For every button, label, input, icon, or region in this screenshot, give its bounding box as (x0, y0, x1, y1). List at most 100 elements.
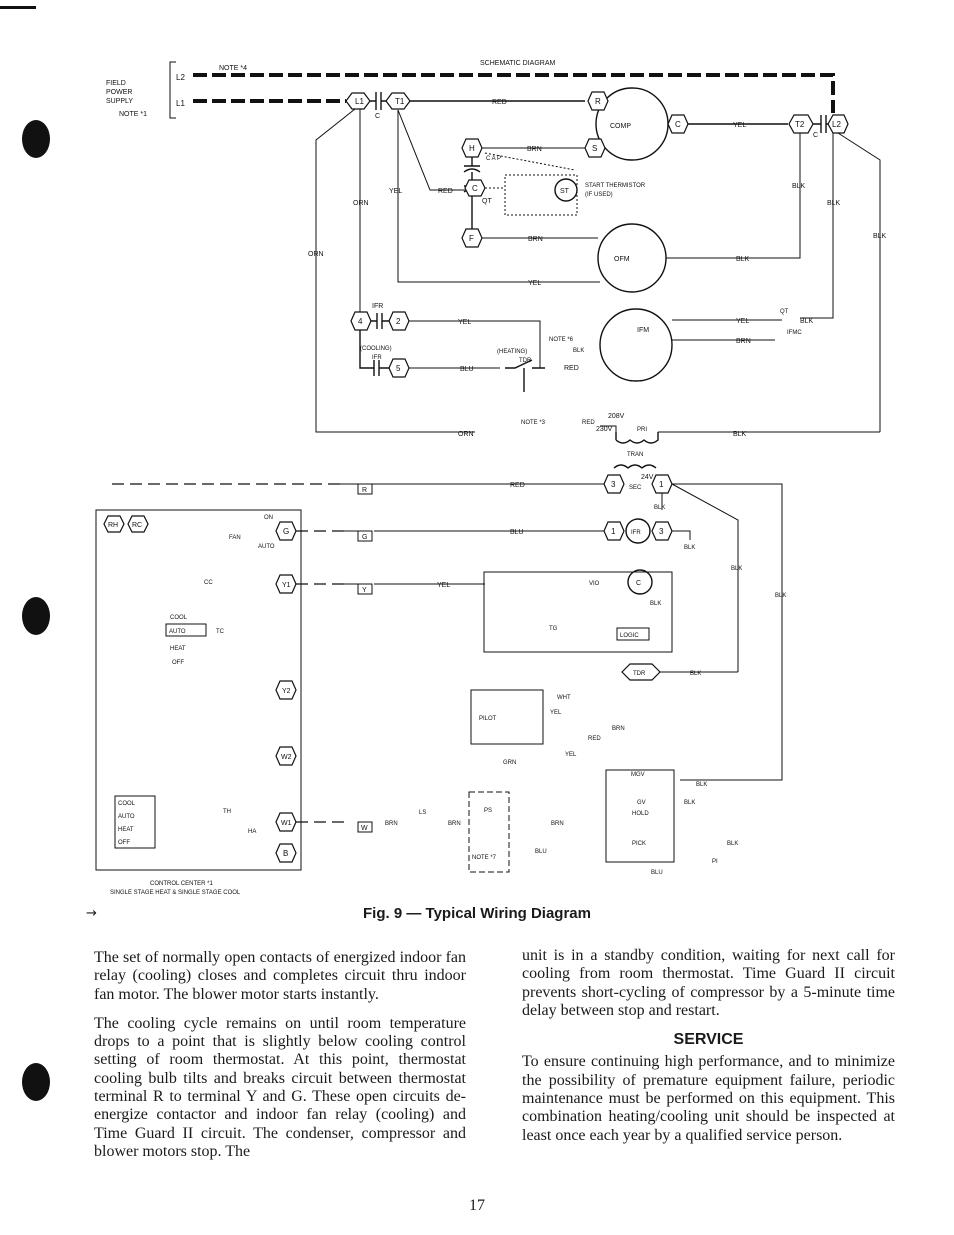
svg-text:BRN: BRN (551, 821, 564, 827)
left-paragraph-2: The cooling cycle remains on until room … (94, 1014, 466, 1160)
binder-hole-icon (22, 597, 50, 635)
svg-text:4: 4 (358, 317, 363, 326)
svg-text:NOTE *6: NOTE *6 (549, 337, 574, 343)
svg-text:BLK: BLK (696, 782, 707, 788)
wiring-diagram: NOTE *4 SCHEMATIC DIAGRAM FIELD POWER SU… (95, 60, 887, 896)
left-column: The set of normally open contacts of ene… (94, 949, 466, 1172)
svg-text:C: C (813, 132, 818, 139)
g-terminal (357, 530, 373, 542)
svg-text:IFR: IFR (372, 303, 383, 310)
cap-label: C A P (486, 156, 501, 162)
svg-text:RED: RED (438, 188, 453, 195)
svg-text:5: 5 (396, 364, 401, 373)
pilot-box (470, 689, 544, 745)
svg-text:C: C (472, 184, 478, 193)
svg-text:C: C (636, 580, 641, 587)
svg-text:BLK: BLK (650, 601, 661, 607)
svg-text:START THERMISTOR: START THERMISTOR (585, 183, 646, 189)
logic-box (616, 627, 650, 641)
svg-text:VIO: VIO (589, 581, 600, 587)
corner-mark (0, 6, 36, 9)
comp-s-tag (584, 138, 606, 158)
svg-text:C: C (675, 120, 681, 129)
svg-text:QT: QT (780, 309, 789, 315)
svg-text:Y1: Y1 (282, 582, 291, 589)
svg-text:ORN: ORN (458, 431, 474, 438)
svg-text:YEL: YEL (565, 752, 577, 758)
svg-text:C: C (375, 113, 380, 120)
svg-text:IFR: IFR (631, 530, 641, 536)
svg-text:1: 1 (659, 480, 664, 489)
svg-text:BRN: BRN (527, 146, 542, 153)
svg-text:BLK: BLK (792, 183, 806, 190)
svg-text:BRN: BRN (385, 821, 398, 827)
l1-label: L1 (176, 99, 185, 108)
svg-text:RED: RED (492, 99, 507, 106)
binder-hole-icon (22, 1063, 50, 1101)
svg-text:COOL: COOL (118, 801, 136, 807)
svg-text:IFR: IFR (372, 355, 382, 361)
svg-text:LOGIC: LOGIC (620, 633, 639, 639)
b-tag (275, 843, 297, 863)
svg-text:BLK: BLK (733, 431, 747, 438)
schematic-title: SCHEMATIC DIAGRAM (480, 60, 555, 67)
svg-text:L1: L1 (355, 97, 364, 106)
svg-text:L2: L2 (832, 120, 841, 129)
svg-text:AUTO: AUTO (258, 544, 275, 550)
svg-text:COOL: COOL (170, 615, 188, 621)
svg-text:BLK: BLK (684, 545, 695, 551)
change-arrow-icon: → (86, 906, 97, 921)
svg-text:TDR: TDR (633, 671, 646, 677)
svg-text:HOLD: HOLD (632, 811, 649, 817)
svg-text:BLK: BLK (690, 671, 701, 677)
svg-text:HEAT: HEAT (170, 646, 186, 652)
svg-text:BRN: BRN (612, 726, 625, 732)
service-heading: SERVICE (673, 1031, 744, 1049)
svg-text:YEL: YEL (736, 318, 749, 325)
svg-text:HEAT: HEAT (118, 827, 134, 833)
svg-text:3: 3 (611, 480, 616, 489)
svg-text:FAN: FAN (229, 535, 241, 541)
svg-text:BLK: BLK (736, 256, 750, 263)
svg-text:QT: QT (482, 198, 492, 205)
svg-text:TG: TG (549, 626, 558, 632)
tran-3-tag (603, 474, 625, 494)
svg-text:NOTE *3: NOTE *3 (521, 420, 546, 426)
svg-text:PS: PS (484, 808, 492, 814)
svg-text:ST: ST (560, 188, 570, 195)
svg-text:BLK: BLK (775, 593, 786, 599)
left-paragraph-1: The set of normally open contacts of ene… (94, 949, 466, 1003)
svg-text:BRN: BRN (448, 821, 461, 827)
svg-text:BRN: BRN (736, 338, 751, 345)
svg-text:YEL: YEL (437, 582, 450, 589)
svg-text:SEC: SEC (629, 485, 642, 491)
svg-text:2: 2 (396, 317, 401, 326)
ifm-circle (599, 308, 673, 382)
svg-text:BLK: BLK (873, 233, 887, 240)
svg-text:1: 1 (611, 527, 616, 536)
svg-text:B: B (283, 849, 288, 858)
y2-tag (275, 680, 297, 700)
rc-tag (127, 515, 149, 533)
svg-text:WHT: WHT (557, 695, 571, 701)
svg-text:GV: GV (637, 800, 646, 806)
page-number: 17 (469, 1197, 485, 1214)
svg-text:(HEATING): (HEATING) (497, 349, 527, 355)
transformer-secondary (613, 464, 657, 469)
svg-text:RH: RH (108, 522, 118, 529)
svg-text:RC: RC (132, 522, 142, 529)
svg-text:YEL: YEL (528, 280, 541, 287)
svg-text:TH: TH (223, 809, 231, 815)
svg-text:CONTROL CENTER *1: CONTROL CENTER *1 (150, 881, 213, 887)
binder-hole-icon (22, 120, 50, 158)
svg-text:SINGLE STAGE HEAT & SINGLE STA: SINGLE STAGE HEAT & SINGLE STAGE COOL (110, 890, 241, 896)
right-paragraph-2: To ensure continuing high performance, a… (522, 1053, 895, 1144)
note4-label: NOTE *4 (219, 65, 247, 72)
thermistor-box (504, 174, 578, 216)
svg-text:OFF: OFF (118, 840, 130, 846)
svg-text:BLU: BLU (535, 849, 547, 855)
svg-text:3: 3 (659, 527, 664, 536)
time-guard-box (483, 571, 673, 653)
r-terminal (357, 483, 373, 495)
svg-text:TDR: TDR (519, 358, 532, 364)
